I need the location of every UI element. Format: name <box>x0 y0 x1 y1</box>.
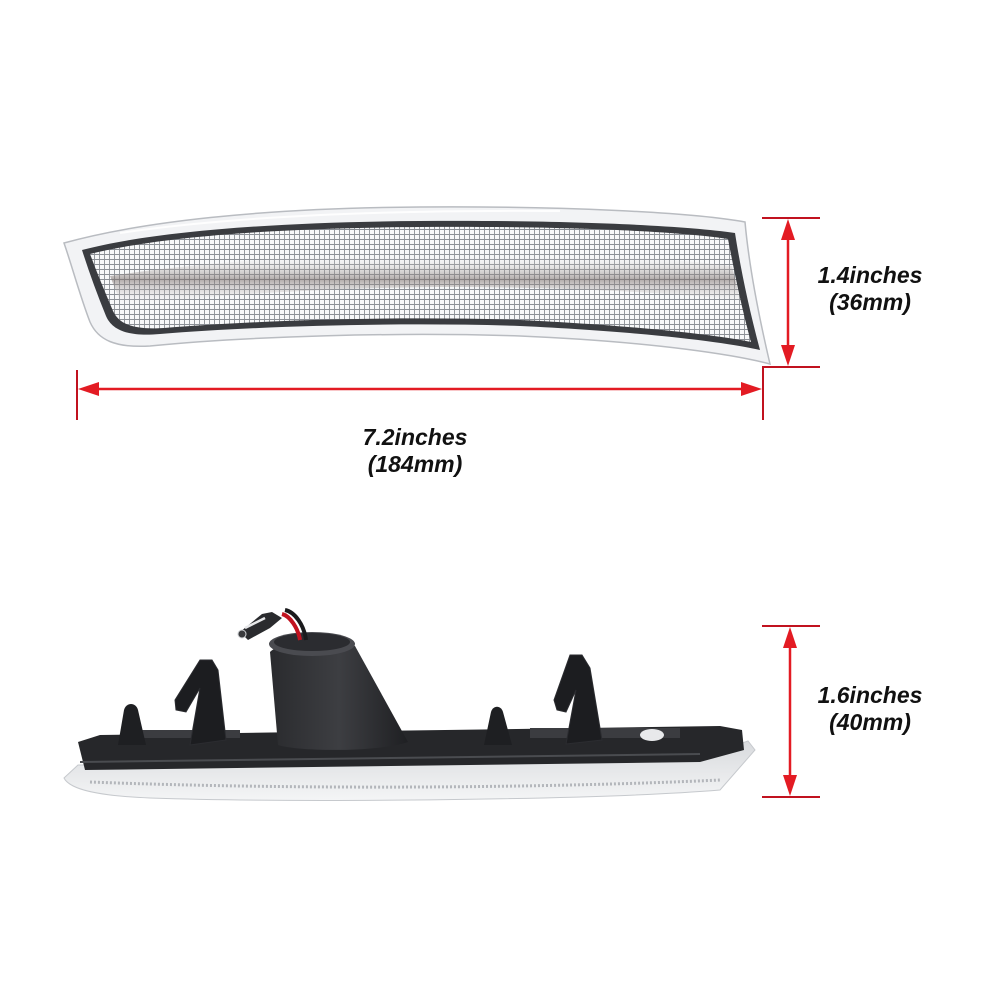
bottom-height-label: 1.6inches (40mm) <box>780 682 960 736</box>
top-height-label: 1.4inches (36mm) <box>780 262 960 316</box>
top-width-inches: 7.2inches <box>362 424 468 450</box>
side-marker-front-view <box>63 206 772 366</box>
top-height-inches: 1.4inches <box>817 262 923 288</box>
dimension-line-top-width <box>76 368 764 420</box>
dimension-line-top-height <box>762 217 820 368</box>
bottom-height-mm: (40mm) <box>829 709 911 735</box>
side-marker-side-view <box>63 608 756 801</box>
dimension-line-bottom-height <box>762 625 820 798</box>
top-width-label: 7.2inches (184mm) <box>320 424 510 478</box>
bottom-height-inches: 1.6inches <box>817 682 923 708</box>
top-width-mm: (184mm) <box>367 451 463 477</box>
top-height-mm: (36mm) <box>829 289 911 315</box>
